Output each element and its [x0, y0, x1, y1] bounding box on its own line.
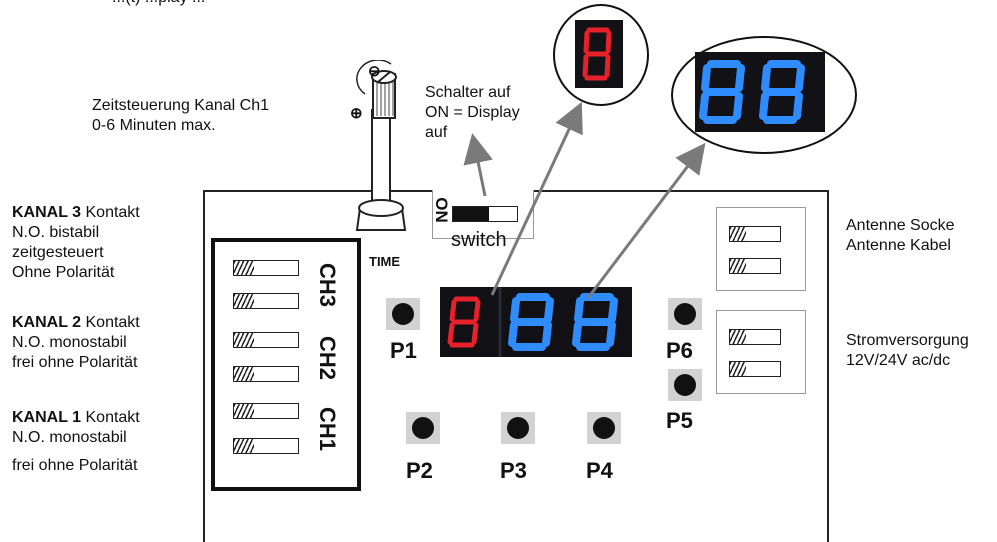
plus-icon: ⊕: [350, 105, 363, 122]
minus-icon: ⊖: [368, 63, 381, 80]
seven-segment-display: [440, 287, 632, 357]
power-terminal-b: [729, 361, 781, 377]
p4-label: P4: [586, 458, 613, 483]
blue-digit-1: [508, 293, 554, 351]
time-label: TIME: [369, 254, 401, 269]
display-digits: [447, 287, 618, 357]
timer-description: Zeitsteuerung Kanal Ch1 0-6 Minuten max.: [92, 97, 269, 134]
p1-label: P1: [390, 338, 417, 363]
blue-digit-2: [572, 293, 618, 351]
blue-digits-zoom: [671, 36, 857, 154]
ch1-terminal-a: [233, 403, 299, 419]
kanal1-description: KANAL 1 Kontakt N.O. monostabil frei ohn…: [12, 409, 140, 474]
ch3-terminal-b: [233, 293, 299, 309]
red-digit-arrow: [490, 101, 583, 296]
top-note: ...(t) ...play ...: [112, 0, 205, 8]
ch1-terminal-b: [233, 438, 299, 454]
display-switch[interactable]: [452, 206, 518, 222]
p4-button[interactable]: [587, 412, 621, 444]
p5-button[interactable]: [668, 369, 702, 401]
power-terminal: [716, 310, 806, 394]
p6-label: P6: [666, 338, 693, 363]
antenna-cable-terminal: [729, 258, 781, 274]
p3-label: P3: [500, 458, 527, 483]
switch-note: Schalter auf ON = Display auf: [425, 84, 520, 141]
ch3-terminal-a: [233, 260, 299, 276]
p6-button[interactable]: [668, 298, 702, 330]
channel-terminal-block: CH3 CH2 CH1: [211, 238, 361, 491]
power-description: Stromversorgung 12V/24V ac/dc: [846, 332, 969, 369]
switch-arrow: [463, 133, 493, 197]
time-potentiometer[interactable]: [345, 60, 425, 250]
ch2-terminal-a: [233, 332, 299, 348]
ch2-terminal-b: [233, 366, 299, 382]
red-digit: [447, 296, 481, 348]
kanal2-description: KANAL 2 Kontakt N.O. monostabil frei ohn…: [12, 314, 140, 371]
p1-button[interactable]: [386, 298, 420, 330]
p3-button[interactable]: [501, 412, 535, 444]
power-terminal-a: [729, 329, 781, 345]
blue-digits-arrow: [586, 142, 706, 299]
p5-label: P5: [666, 408, 693, 433]
antenna-description: Antenne Socke Antenne Kabel: [846, 217, 955, 254]
antenna-socket-terminal: [729, 226, 781, 242]
p2-label: P2: [406, 458, 433, 483]
kanal3-description: KANAL 3 Kontakt N.O. bistabil zeitgesteu…: [12, 204, 140, 281]
p2-button[interactable]: [406, 412, 440, 444]
red-digit-zoom: [553, 4, 649, 106]
antenna-terminal: [716, 207, 806, 291]
switch-label: switch: [451, 229, 507, 251]
